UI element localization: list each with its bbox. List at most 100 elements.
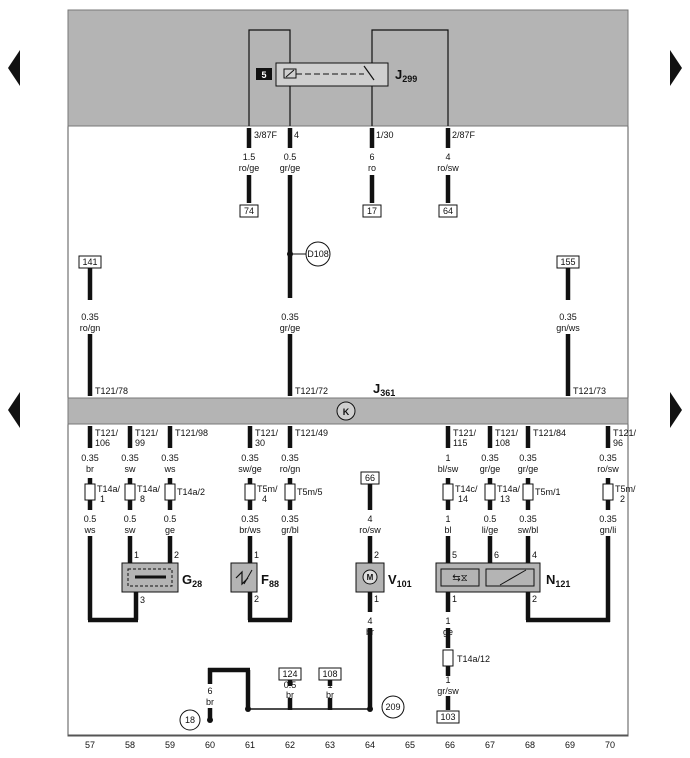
lower-pin-label: 115	[453, 438, 467, 448]
ref-box-74[interactable]	[239, 204, 259, 218]
ref-box-17[interactable]	[362, 204, 382, 218]
connector-label: T5m/5	[297, 487, 323, 497]
ref-box-141[interactable]	[78, 255, 102, 269]
ground-point-18	[179, 709, 201, 731]
connector-icon	[442, 483, 454, 501]
connector-label: 14	[458, 494, 468, 504]
n121-ground-gauge2: 1	[445, 675, 450, 685]
relay-pin-label: 5	[261, 70, 266, 80]
feed-gauge-label: 0.35	[281, 312, 299, 322]
relay-switch-icon	[363, 65, 375, 81]
lower-color-label: gr/bl	[281, 525, 299, 535]
lower-color-label: br/ws	[239, 525, 261, 535]
lower-color-label: gr/ge	[480, 464, 501, 474]
lower-pin-label: T121/	[135, 428, 159, 438]
lower-gauge-label: 0.35	[519, 514, 537, 524]
control-unit-name: J361	[373, 381, 395, 398]
lower-color-label: ws	[84, 525, 96, 535]
feed-color-label: ro/gn	[80, 323, 101, 333]
v101-name: V101	[388, 572, 412, 589]
column-number: 63	[325, 740, 335, 750]
lower-color-label: ws	[164, 464, 176, 474]
ground-124-color: br	[286, 690, 294, 700]
upper-color-label: ro/sw	[437, 163, 459, 173]
connector-icon	[124, 483, 136, 501]
upper-color-label: ro	[368, 163, 376, 173]
lower-pin-label: T121/	[95, 428, 119, 438]
ref-box-103-label: 103	[440, 712, 455, 722]
column-number: 62	[285, 740, 295, 750]
lower-color-label: gn/li	[600, 525, 617, 535]
ground-junction-dot-2	[367, 706, 373, 712]
valve-n121-pot-icon	[499, 569, 527, 586]
ref-box-64[interactable]	[438, 204, 458, 218]
wires	[87, 128, 611, 720]
n121-pin: 5	[452, 550, 457, 560]
feed-pin-label: T121/73	[573, 386, 606, 396]
n121-name: N121	[546, 572, 570, 589]
next-page-arrow-mid[interactable]	[670, 392, 682, 428]
g28-pin: 3	[140, 595, 145, 605]
lower-color-label: ro/gn	[280, 464, 301, 474]
valve-n121	[435, 562, 541, 593]
n121-pin: 1	[452, 594, 457, 604]
connector-icon	[284, 483, 296, 501]
feed-pin-label: T121/72	[295, 386, 328, 396]
motor-v101-icon-m: M	[367, 573, 374, 582]
relay-coil-slash	[285, 69, 295, 78]
v101-pin: 1	[374, 594, 379, 604]
connector-icon	[84, 483, 96, 501]
lower-gauge-label: 0.35	[121, 453, 139, 463]
lower-pin-label: T121/84	[533, 428, 566, 438]
prev-page-arrow-top[interactable]	[8, 50, 20, 86]
lower-gauge-label: 0.5	[124, 514, 137, 524]
lower-color-label: gr/ge	[518, 464, 539, 474]
ref-box-66[interactable]	[360, 471, 380, 485]
ref-box-108[interactable]	[318, 667, 342, 681]
upper-gauge-label: 6	[369, 152, 374, 162]
ref-box-103[interactable]	[436, 710, 460, 724]
connector-label: 8	[140, 494, 145, 504]
connector-label: T14c/	[455, 484, 478, 494]
ground-60-color: br	[206, 697, 214, 707]
prev-page-arrow-mid[interactable]	[8, 392, 20, 428]
feed-gauge-label: 0.35	[81, 312, 99, 322]
v101-gauge-label: 4	[367, 514, 372, 524]
connector-label: 1	[100, 494, 105, 504]
v101-out-color-label: br	[366, 627, 374, 637]
n121-ground-color2: gr/sw	[437, 686, 459, 696]
connector-icon	[442, 649, 454, 667]
column-number: 57	[85, 740, 95, 750]
lower-pin-label: T121/	[495, 428, 519, 438]
lower-pin-label: 108	[495, 438, 510, 448]
lower-gauge-label: 0.35	[241, 514, 259, 524]
ref-box-155-label: 155	[560, 257, 575, 267]
ref-box-66-label: 66	[365, 473, 375, 483]
lower-gauge-label: 0.5	[84, 514, 97, 524]
lower-gauge-label: 0.35	[281, 514, 299, 524]
ref-box-141-label: 141	[82, 257, 97, 267]
upper-gauge-label: 4	[445, 152, 450, 162]
n121-ground-connector: T14a/12	[457, 654, 490, 664]
upper-pin-label: 1/30	[376, 130, 394, 140]
lower-gauge-label: 0.5	[164, 514, 177, 524]
switch-f88	[230, 562, 258, 593]
column-number: 64	[365, 740, 375, 750]
feed-color-label: gr/ge	[280, 323, 301, 333]
next-page-arrow-top[interactable]	[670, 50, 682, 86]
lower-gauge-label: 1	[445, 453, 450, 463]
ref-box-124[interactable]	[278, 667, 302, 681]
lower-pin-label: T121/98	[175, 428, 208, 438]
ref-box-155[interactable]	[556, 255, 580, 269]
column-axis: 57 58 59 60 61 62 63 64 65 66 67 68 69 7…	[85, 740, 615, 750]
column-number: 58	[125, 740, 135, 750]
n121-pin: 2	[532, 594, 537, 604]
g28-pin: 1	[134, 550, 139, 560]
ground-point-209-label: 209	[385, 702, 400, 712]
g28-pin: 2	[174, 550, 179, 560]
lower-gauge-label: 0.35	[599, 453, 617, 463]
lower-color-label: bl/sw	[438, 464, 459, 474]
lower-pin-label: 96	[613, 438, 623, 448]
ground-junction-dot	[245, 706, 251, 712]
